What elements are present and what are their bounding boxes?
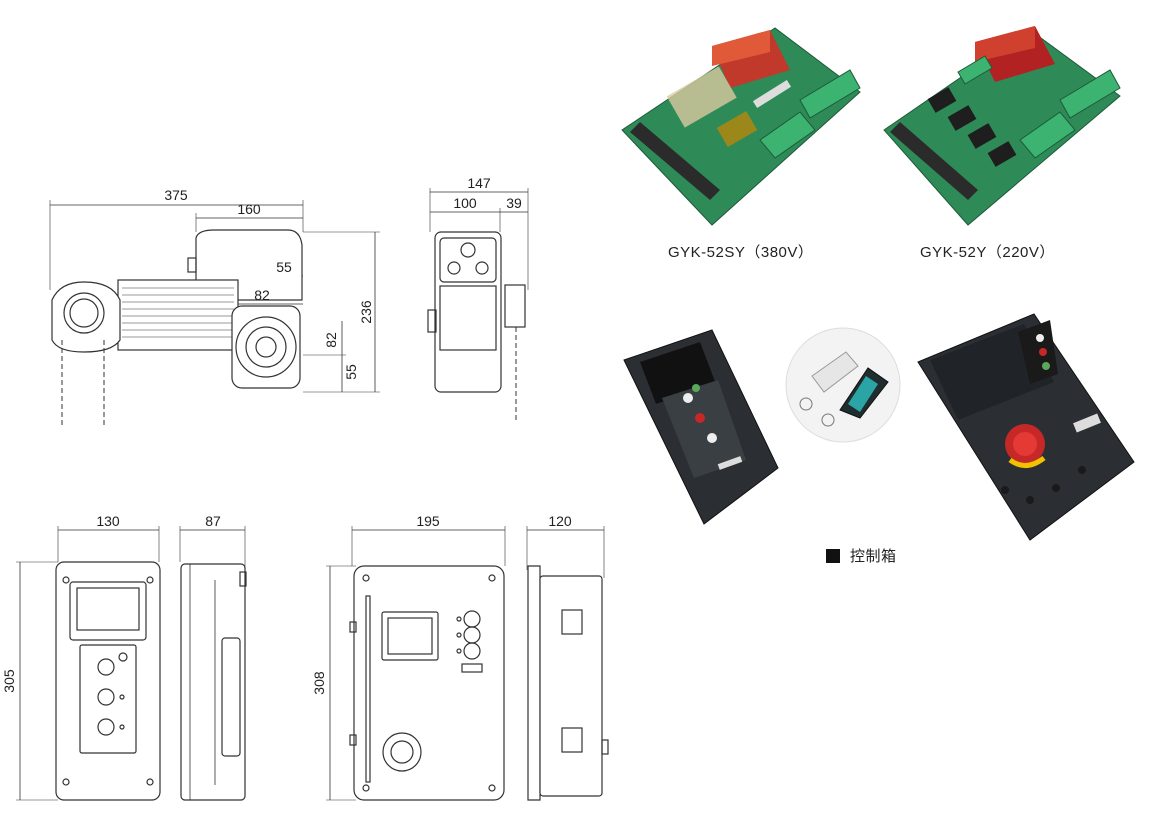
dim-55-side: 55	[343, 364, 359, 380]
dim-55-top: 55	[276, 259, 292, 275]
pcb-gyk-52sy-image	[621, 27, 861, 226]
square-bullet-icon	[826, 548, 840, 563]
caption-control-box-text: 控制箱	[850, 548, 897, 565]
dim-39: 39	[506, 195, 522, 211]
dim-160: 160	[237, 201, 261, 217]
dim-87: 87	[205, 513, 221, 529]
pcb-gyk-52y-image	[883, 26, 1121, 226]
motor-front-view	[49, 200, 380, 425]
dim-375: 375	[164, 187, 188, 203]
caption-gyk-52sy: GYK-52SY（380V）	[668, 244, 814, 261]
motor-side-dims: 147 100 39	[453, 175, 522, 211]
dim-82-side: 82	[323, 332, 339, 348]
small-control-box-image	[623, 329, 779, 525]
caption-gyk-52y: GYK-52Y（220V）	[920, 244, 1055, 261]
dim-82-top: 82	[254, 287, 270, 303]
large-box-side-view	[526, 526, 609, 801]
dim-120: 120	[548, 513, 572, 529]
dim-100: 100	[453, 195, 477, 211]
dim-147: 147	[467, 175, 491, 191]
caption-control-box: 控制箱	[826, 545, 897, 566]
large-control-box-image	[917, 313, 1135, 541]
dim-305: 305	[1, 669, 17, 693]
motor-side-view	[427, 188, 529, 422]
dim-236: 236	[358, 300, 374, 324]
large-box-dims: 195 120 308	[311, 513, 572, 695]
large-box-front-view	[326, 526, 506, 801]
small-box-side-view	[179, 526, 247, 801]
motor-front-dims: 375 160 55 82 236 82 55	[164, 187, 374, 380]
dim-308: 308	[311, 671, 327, 695]
small-box-dims: 130 87 305	[1, 513, 221, 693]
dim-195: 195	[416, 513, 440, 529]
small-box-front-view	[16, 526, 161, 801]
remote-controls-image	[785, 327, 901, 443]
dim-130: 130	[96, 513, 120, 529]
